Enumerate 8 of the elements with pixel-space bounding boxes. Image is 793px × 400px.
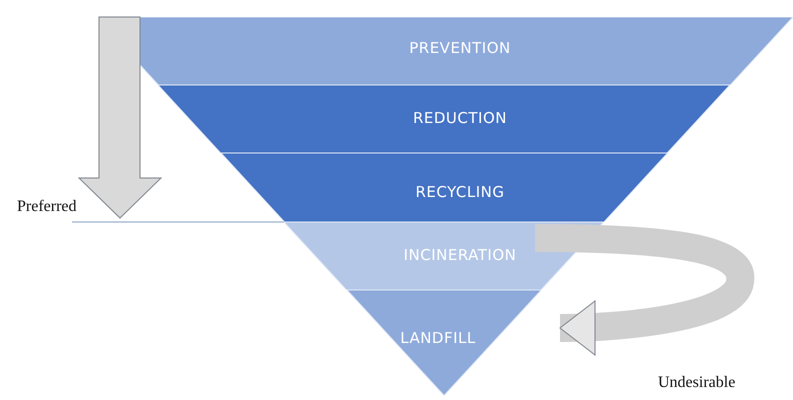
band-label: INCINERATION xyxy=(404,246,516,264)
band-label: LANDFILL xyxy=(400,329,476,347)
band-label: PREVENTION xyxy=(409,39,511,57)
band-label: RECYCLING xyxy=(415,183,505,201)
axis-label: Preferred xyxy=(17,198,77,216)
band-label: REDUCTION xyxy=(412,109,507,127)
axis-label: Undesirable xyxy=(658,374,736,392)
curved-arrow xyxy=(534,224,754,356)
